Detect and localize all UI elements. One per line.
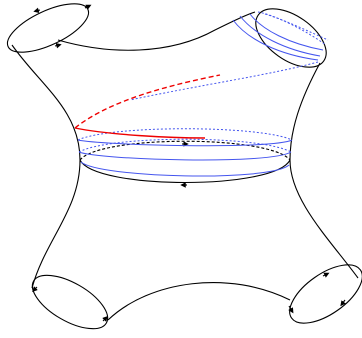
right-edge xyxy=(289,62,359,279)
blue-top-right-curves xyxy=(129,11,329,101)
bottom-edge xyxy=(107,282,291,321)
red-arc xyxy=(74,74,221,139)
top-right-boundary xyxy=(255,8,327,68)
top-edge xyxy=(57,11,256,51)
top-left-boundary xyxy=(6,3,92,53)
left-edge xyxy=(11,44,81,289)
bottom-right-boundary xyxy=(288,264,362,324)
middle-neck-curve xyxy=(79,140,291,188)
bottom-left-boundary xyxy=(31,274,109,330)
blue-parallel-curves xyxy=(77,128,293,177)
